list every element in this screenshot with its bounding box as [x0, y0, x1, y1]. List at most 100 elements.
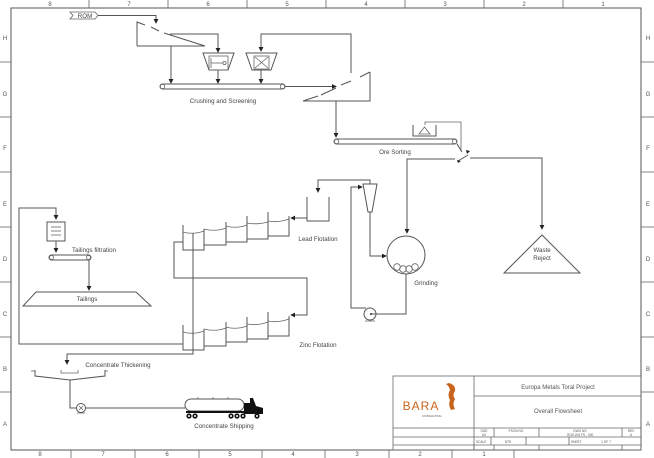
col-label: 2 — [522, 2, 526, 8]
rev-value: A — [630, 433, 633, 437]
zinc-flotation-cells — [182, 312, 290, 351]
sheet-value: 1 OF 7 — [601, 440, 611, 444]
row-label: C — [646, 312, 651, 318]
logo-subtext: CONSULTING — [422, 414, 442, 418]
concentrate-pump-icon — [76, 403, 86, 414]
col-label: 4 — [291, 452, 295, 458]
col-label: 6 — [165, 452, 169, 458]
rom-label: ROM — [78, 13, 92, 20]
waste-reject-label: Reject — [533, 255, 551, 262]
row-label: A — [646, 422, 650, 428]
logo-text: BARA — [403, 399, 440, 413]
cyclone-feed-pump-icon — [363, 307, 377, 322]
size-label: SIZE — [480, 429, 487, 433]
tailings-filtration-label: Tailings filtration — [72, 247, 117, 254]
col-label: 6 — [206, 2, 210, 8]
row-label: C — [3, 312, 8, 318]
cyclone-underflow-line — [369, 212, 387, 259]
title-block — [392, 375, 642, 451]
sorted-ore-to-grinding-line — [404, 158, 455, 234]
crushing-conveyor-icon — [159, 83, 286, 90]
waste-reject-pile-icon — [502, 234, 582, 274]
zinc-flotation-label: Zinc Flotation — [299, 342, 337, 349]
row-label: E — [3, 202, 7, 208]
row-label: B — [3, 367, 7, 373]
fscm-label: FSCM NO — [509, 429, 524, 433]
row-label: D — [646, 257, 651, 263]
col-label: 3 — [355, 452, 359, 458]
concentrate-thickening-label: Concentrate Thickening — [85, 362, 151, 369]
grinding-mill-icon — [386, 235, 426, 275]
sheet-label: SHEET — [571, 440, 582, 444]
row-label: F — [646, 146, 650, 152]
dwg-label: DWG NO — [573, 429, 587, 433]
col-label: 2 — [418, 452, 422, 458]
cyclone-overflow-line — [315, 179, 371, 193]
pump-to-cyclone-line — [350, 184, 366, 309]
screen-oversize-recycle-line — [258, 33, 352, 73]
rev-label: REV — [628, 429, 635, 433]
rom-tag: ROM — [69, 11, 99, 20]
waste-line — [470, 157, 545, 230]
lead-tails-to-zinc-line — [173, 241, 308, 318]
concentrate-to-thickener-line — [64, 233, 194, 365]
oversize-line — [170, 33, 221, 53]
bara-logo: BARA CONSULTING — [403, 383, 456, 418]
jaw-crusher-icon — [202, 52, 235, 71]
mill-discharge-line — [372, 274, 407, 315]
col-label: 7 — [101, 452, 105, 458]
col-label: 1 — [482, 452, 486, 458]
crushing-screening-label: Crushing and Screening — [190, 98, 257, 105]
col-label: 4 — [364, 2, 368, 8]
drawing-title: Overall Flowsheet — [534, 409, 582, 415]
lead-flotation-label: Lead Flotation — [298, 236, 338, 243]
ore-sorting-label: Ore Sorting — [379, 149, 411, 156]
scale-label: SCALE — [476, 440, 486, 444]
waste-reject-label: Waste — [533, 247, 551, 254]
row-label: H — [3, 36, 7, 42]
row-label: B — [646, 367, 650, 373]
row-label: E — [646, 202, 650, 208]
cone-crusher-icon — [245, 52, 278, 71]
col-label: 8 — [48, 2, 52, 8]
column-labels-bottom: 8 7 6 5 4 3 2 1 — [38, 452, 486, 458]
grinding-label: Grinding — [414, 280, 438, 287]
hydrocyclone-icon — [362, 183, 378, 213]
project-title: Europa Metals Toral Project — [521, 385, 595, 391]
row-label: G — [3, 92, 8, 98]
row-labels-right: H G F E D C B A — [646, 36, 651, 428]
size-value: A3 — [482, 433, 486, 437]
thickener-underflow-line — [69, 380, 77, 409]
lead-flotation-cells — [182, 212, 290, 251]
row-label: F — [3, 146, 7, 152]
col-label: 8 — [38, 452, 42, 458]
row-label: D — [3, 257, 8, 263]
concentrate-thickener-icon — [31, 370, 108, 381]
col-label: 1 — [601, 2, 605, 8]
col-label: 3 — [443, 2, 447, 8]
tailings-label: Tailings — [77, 296, 98, 303]
col-label: 5 — [228, 452, 232, 458]
ore-sorting-conveyor-icon — [333, 138, 458, 145]
tailings-filter-icon — [46, 221, 66, 242]
row-labels-left: H G F E D C B A — [3, 36, 8, 428]
col-label: 5 — [285, 2, 289, 8]
conditioning-tank-icon — [306, 197, 330, 222]
row-label: G — [646, 92, 651, 98]
row-label: A — [3, 422, 7, 428]
ore-sorter-sensor-icon — [412, 125, 437, 137]
concentrate-shipping-label: Concentrate Shipping — [194, 423, 254, 430]
tailings-conveyor-icon — [48, 254, 92, 261]
rom-feed-line — [98, 15, 159, 24]
column-labels-top: 8 7 6 5 4 3 2 1 — [48, 2, 605, 8]
diverter-gate-icon — [456, 143, 470, 163]
scale-value: NTS — [505, 440, 511, 444]
row-label: H — [646, 36, 650, 42]
secondary-screen — [302, 71, 371, 102]
tails-to-filter-line — [18, 207, 183, 345]
col-label: 7 — [127, 2, 131, 8]
tailings-pile-icon — [21, 291, 153, 307]
dwg-value: 2019-204 FS - 000 — [567, 433, 594, 437]
